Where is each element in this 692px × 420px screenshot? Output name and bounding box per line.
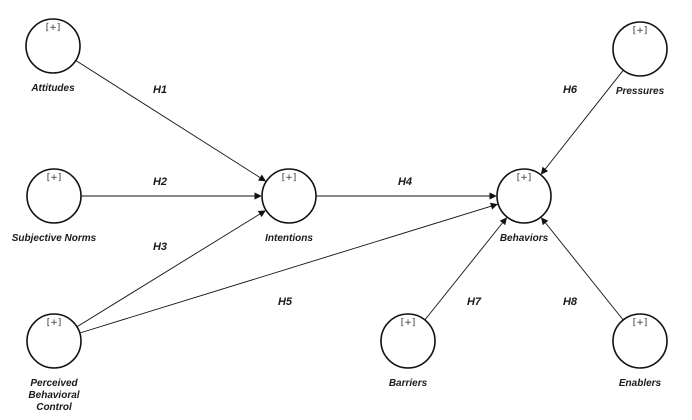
node-circle [261, 168, 317, 224]
edge-label-h7: H7 [467, 296, 482, 308]
edge-label-h4: H4 [398, 176, 412, 188]
node-circle [496, 168, 552, 224]
node-expand-marker: [+] [47, 173, 62, 183]
edges-layer [75, 60, 624, 334]
node-label: Control [36, 402, 72, 413]
edge-h7-arrow [424, 217, 507, 321]
node-expand-marker: [+] [46, 23, 61, 33]
node-expand-marker: [+] [517, 173, 532, 183]
node-circle [380, 313, 436, 369]
node-attitudes: [+] Attitudes [25, 18, 81, 94]
node-pressures: [+] Pressures [612, 21, 668, 97]
node-intentions: [+] Intentions [261, 168, 317, 244]
edge-label-h6: H6 [563, 84, 578, 96]
edge-label-h2: H2 [153, 176, 167, 188]
edge-h6-arrow [540, 69, 624, 175]
node-behaviors: [+] Behaviors [496, 168, 552, 244]
edge-h8-arrow [541, 217, 624, 321]
node-circle [26, 313, 82, 369]
node-circle [612, 21, 668, 77]
edge-label-h1: H1 [153, 84, 167, 96]
node-barriers: [+] Barriers [380, 313, 436, 389]
edge-h1-arrow [75, 60, 267, 182]
edge-h3-arrow [76, 210, 266, 328]
node-label: Perceived [30, 378, 78, 389]
node-label: Enablers [619, 378, 662, 389]
node-label: Behaviors [500, 233, 549, 244]
node-expand-marker: [+] [401, 318, 416, 328]
edge-label-h5: H5 [278, 296, 293, 308]
node-expand-marker: [+] [47, 318, 62, 328]
node-expand-marker: [+] [633, 318, 648, 328]
edge-label-h3: H3 [153, 241, 167, 253]
node-circle [612, 313, 668, 369]
node-expand-marker: [+] [633, 26, 648, 36]
node-expand-marker: [+] [282, 173, 297, 183]
edge-h5-arrow [79, 202, 498, 334]
node-label: Subjective Norms [12, 233, 97, 244]
node-circle [26, 168, 82, 224]
node-enablers: [+] Enablers [612, 313, 668, 389]
node-subjective-norms: [+] Subjective Norms [12, 168, 97, 244]
node-label: Pressures [616, 86, 665, 97]
nodes-layer: [+] Attitudes [+] Subjective Norms [+] Percei… [12, 18, 668, 413]
node-label: Attitudes [30, 83, 75, 94]
node-label: Intentions [265, 233, 313, 244]
node-label: Behavioral [28, 390, 79, 401]
node-circle [25, 18, 81, 74]
node-label: Barriers [389, 378, 428, 389]
edge-label-h8: H8 [563, 296, 578, 308]
